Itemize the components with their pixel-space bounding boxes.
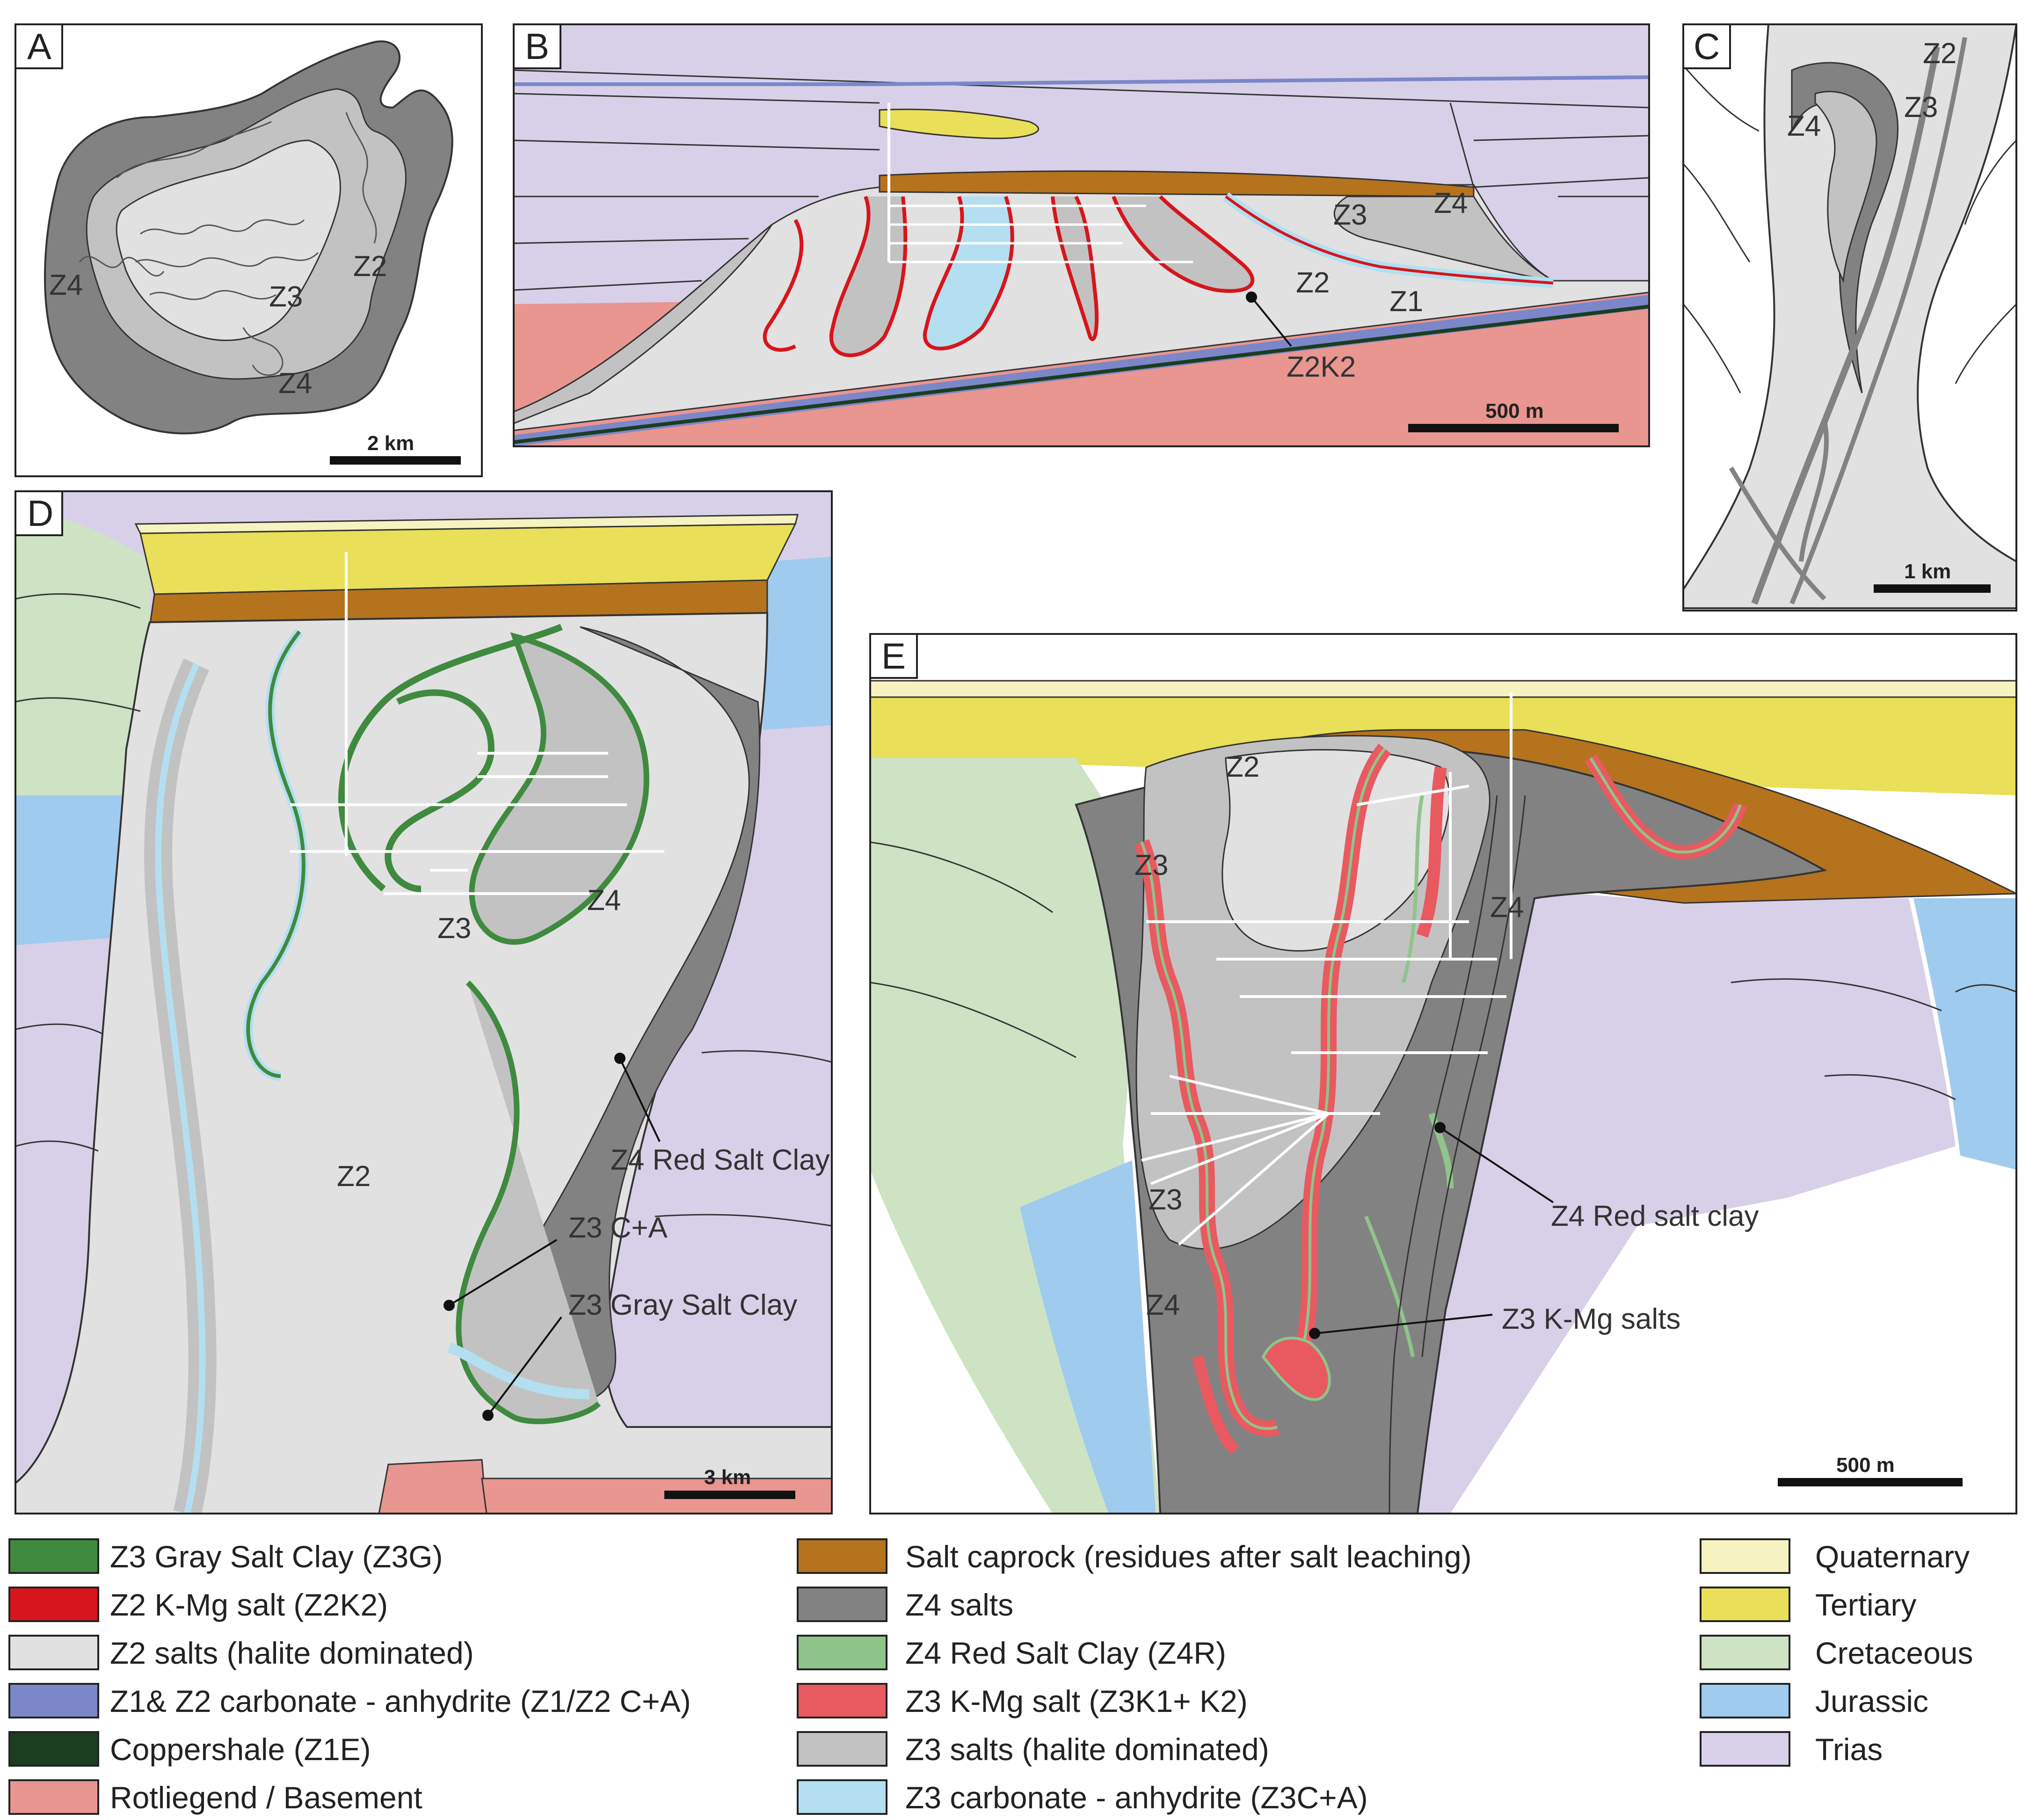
panel-e-annotation-z4-red-salt-clay: Z4 Red salt clay — [1551, 1200, 1759, 1232]
legend-swatch-z3-kmg — [797, 1683, 887, 1718]
legend-swatch-z4-salts — [797, 1587, 887, 1622]
legend-label-z3-ca: Z3 carbonate - anhydrite (Z3C+A) — [905, 1780, 1368, 1815]
panel-b-label-z2: Z2 — [1296, 267, 1330, 299]
panel-a: A Z4 Z2 Z3 Z4 2 km — [15, 23, 483, 477]
panel-d-scale-label: 3 km — [704, 1466, 751, 1489]
panel-b-annotation-z2k2: Z2K2 — [1287, 351, 1356, 383]
panel-d-z3ca-leader — [448, 1239, 558, 1306]
panel-d: D Z4 Z3 Z2 Z4 Red Salt Clay Z3 C+A Z3 Gr… — [15, 490, 833, 1514]
legend-label-rotliegend: Rotliegend / Basement — [110, 1780, 422, 1815]
panel-e-annotation-z3-kmg-salts: Z3 K-Mg salts — [1502, 1303, 1680, 1335]
panel-c-label-z3: Z3 — [1904, 91, 1938, 124]
panel-d-annotation-z4-red-salt-clay: Z4 Red Salt Clay — [611, 1144, 830, 1176]
panel-c-letter: C — [1694, 26, 1720, 67]
panel-d-z4-leader — [619, 1058, 661, 1142]
legend-label-z4-salts: Z4 salts — [905, 1587, 1013, 1622]
panel-b-label-z1: Z1 — [1389, 285, 1423, 318]
panel-a-label-z2: Z2 — [353, 250, 387, 283]
legend-label-trias: Trias — [1815, 1732, 1883, 1767]
legend-swatch-z2-salts — [8, 1635, 99, 1670]
legend: Z3 Gray Salt Clay (Z3G) Z2 K-Mg salt (Z2… — [8, 1538, 1973, 1815]
legend-swatch-trias — [1700, 1731, 1790, 1767]
legend-swatch-jurassic — [1700, 1683, 1790, 1718]
panel-b: B Z3 Z4 Z2 Z1 Z2K2 500 m — [513, 23, 1650, 447]
legend-swatch-quaternary — [1700, 1538, 1790, 1574]
legend-label-z2-salts: Z2 salts (halite dominated) — [110, 1636, 474, 1670]
panel-a-letter: A — [27, 26, 51, 67]
legend-label-z4r: Z4 Red Salt Clay (Z4R) — [905, 1636, 1226, 1670]
legend-label-coppershale: Coppershale (Z1E) — [110, 1732, 371, 1767]
panel-a-scale-label: 2 km — [367, 432, 414, 455]
legend-swatch-rotliegend — [8, 1779, 99, 1815]
legend-label-tertiary: Tertiary — [1815, 1587, 1916, 1622]
legend-swatch-caprock — [797, 1538, 887, 1574]
panel-d-label-z3: Z3 — [437, 912, 471, 945]
panel-b-z2k2-leader — [1251, 296, 1292, 347]
legend-swatch-cretaceous — [1700, 1635, 1790, 1670]
panel-c-label-z4: Z4 — [1787, 110, 1821, 142]
panel-e-label-z2: Z2 — [1226, 751, 1259, 783]
legend-label-jurassic: Jurassic — [1815, 1684, 1928, 1718]
panel-e-label-z3-top: Z3 — [1134, 849, 1168, 881]
legend-swatch-z3-salts — [797, 1731, 887, 1767]
legend-swatch-z1z2-ca — [8, 1683, 99, 1718]
panel-e-label-z4-right: Z4 — [1490, 891, 1524, 924]
panel-e-z4r-leader — [1439, 1127, 1554, 1203]
panel-b-label-z4: Z4 — [1434, 187, 1468, 219]
legend-swatch-z3g — [8, 1538, 99, 1574]
panel-e-label-z4-bottom: Z4 — [1146, 1289, 1180, 1321]
legend-label-cretaceous: Cretaceous — [1815, 1636, 1973, 1670]
legend-swatch-z3-ca — [797, 1779, 887, 1815]
panel-b-scale-label: 500 m — [1485, 400, 1544, 422]
panel-b-label-z3: Z3 — [1333, 199, 1367, 231]
legend-label-quaternary: Quaternary — [1815, 1539, 1970, 1574]
panel-d-letter: D — [27, 493, 53, 534]
panel-c: C Z2 Z3 Z4 1 km — [1682, 23, 2017, 612]
panel-d-z3g-leader — [487, 1316, 562, 1416]
legend-label-z3-kmg: Z3 K-Mg salt (Z3K1+ K2) — [905, 1684, 1248, 1718]
panel-e-letter: E — [881, 635, 906, 677]
panel-c-label-z2: Z2 — [1923, 37, 1956, 70]
panel-d-label-z2: Z2 — [337, 1160, 371, 1193]
panel-a-label-z4-bottom: Z4 — [278, 367, 312, 400]
panel-a-label-z3: Z3 — [269, 281, 303, 313]
legend-label-z1z2-ca: Z1& Z2 carbonate - anhydrite (Z1/Z2 C+A) — [110, 1684, 691, 1718]
panel-e-scale-label: 500 m — [1836, 1454, 1895, 1477]
panel-c-scale-label: 1 km — [1904, 560, 1951, 583]
panel-d-label-z4: Z4 — [587, 884, 621, 917]
panel-e-z3kmg-leader — [1314, 1314, 1493, 1334]
panel-e: E Z2 Z3 Z4 Z3 Z4 Z4 Red salt clay Z3 K-M… — [869, 633, 2017, 1514]
legend-swatch-z2k2 — [8, 1587, 99, 1622]
legend-label-z2k2: Z2 K-Mg salt (Z2K2) — [110, 1587, 388, 1622]
legend-label-z3g: Z3 Gray Salt Clay (Z3G) — [110, 1539, 443, 1574]
panel-b-letter: B — [525, 26, 549, 67]
panel-a-label-z4-left: Z4 — [49, 269, 83, 301]
legend-label-z3-salts: Z3 salts (halite dominated) — [905, 1732, 1269, 1767]
panel-d-annotation-z3-ca: Z3 C+A — [568, 1212, 668, 1244]
legend-swatch-coppershale — [8, 1731, 99, 1767]
legend-swatch-z4r — [797, 1635, 887, 1670]
legend-label-caprock: Salt caprock (residues after salt leachi… — [905, 1539, 1472, 1574]
legend-swatch-tertiary — [1700, 1587, 1790, 1622]
panel-e-label-z3-bottom: Z3 — [1149, 1184, 1182, 1216]
panel-d-annotation-z3-gray-salt-clay: Z3 Gray Salt Clay — [568, 1289, 797, 1321]
